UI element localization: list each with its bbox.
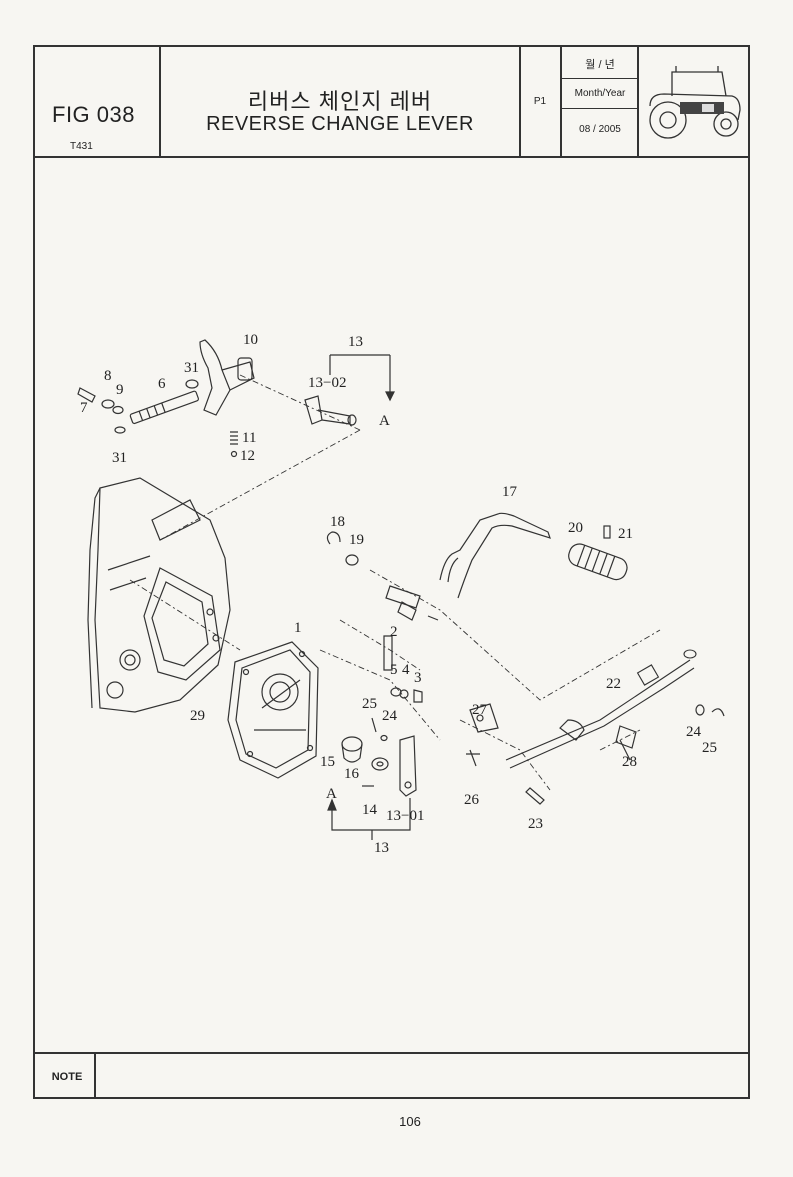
header-col-divider-1 bbox=[159, 45, 161, 157]
callout-25-right: 25 bbox=[702, 740, 717, 756]
note-divider bbox=[94, 1053, 96, 1099]
callout-16: 16 bbox=[344, 766, 360, 782]
header-divider bbox=[33, 156, 750, 158]
callout-27: 27 bbox=[472, 702, 488, 718]
reverse-cover bbox=[227, 641, 319, 779]
callout-6: 6 bbox=[158, 376, 166, 392]
month-year-korean-label: 월 / 년 bbox=[585, 59, 615, 71]
transmission-housing bbox=[87, 477, 231, 713]
callout-1: 1 bbox=[294, 620, 302, 636]
page-title-korean: 리버스 체인지 레버 bbox=[247, 89, 433, 114]
callout-25-left: 25 bbox=[362, 696, 377, 712]
callout-10: 10 bbox=[243, 332, 258, 348]
reference-a-upper: A bbox=[379, 413, 390, 429]
grip bbox=[568, 543, 628, 581]
month-year-divider-2 bbox=[561, 108, 637, 109]
callout-12: 12 bbox=[240, 448, 255, 464]
header-col-divider-2 bbox=[519, 45, 521, 157]
callout-31-lower: 31 bbox=[112, 450, 127, 466]
figure-number: FIG 038 bbox=[52, 102, 135, 127]
callout-23: 23 bbox=[528, 816, 543, 832]
exploded-parts-diagram: 10 31 6 8 9 7 31 11 12 13 13−02 A 17 18 … bbox=[77, 332, 725, 856]
revision-date: 08 / 2005 bbox=[579, 124, 621, 135]
note-top-line bbox=[33, 1052, 750, 1054]
callout-31-upper: 31 bbox=[184, 360, 199, 376]
callout-17: 17 bbox=[502, 484, 518, 500]
page-code: P1 bbox=[533, 96, 547, 107]
lever-13-01 bbox=[399, 735, 417, 797]
callout-11: 11 bbox=[242, 430, 256, 446]
control-lever bbox=[385, 512, 551, 621]
callout-22: 22 bbox=[606, 676, 621, 692]
callout-13-01: 13−01 bbox=[386, 808, 424, 824]
model-code: T431 bbox=[70, 141, 93, 152]
callout-26: 26 bbox=[464, 792, 480, 808]
tractor-icon bbox=[649, 66, 741, 139]
callout-28: 28 bbox=[622, 754, 637, 770]
leader-lines bbox=[129, 374, 661, 791]
callout-3: 3 bbox=[414, 670, 422, 686]
header-col-divider-3 bbox=[560, 45, 562, 157]
callout-labels: 10 31 6 8 9 7 31 11 12 13 13−02 A 17 18 … bbox=[80, 332, 717, 856]
callout-13-02: 13−02 bbox=[308, 375, 346, 391]
callout-20: 20 bbox=[568, 520, 583, 536]
shift-fork bbox=[199, 339, 231, 416]
page-number: 106 bbox=[399, 1114, 421, 1129]
callout-5: 5 bbox=[390, 662, 398, 678]
header-col-divider-4 bbox=[637, 45, 639, 157]
page-title: REVERSE CHANGE LEVER bbox=[206, 113, 474, 135]
callout-15: 15 bbox=[320, 754, 335, 770]
reference-a-lower: A bbox=[326, 786, 337, 802]
callout-13-upper: 13 bbox=[348, 334, 363, 350]
callout-7: 7 bbox=[80, 400, 88, 416]
callout-2: 2 bbox=[390, 624, 398, 640]
callout-24-left: 24 bbox=[382, 708, 398, 724]
note-label: NOTE bbox=[51, 1071, 83, 1083]
month-year-label: Month/Year bbox=[574, 88, 626, 99]
callout-21: 21 bbox=[618, 526, 633, 542]
cable bbox=[505, 649, 697, 769]
callout-19: 19 bbox=[349, 532, 364, 548]
page-frame bbox=[33, 45, 750, 1099]
callout-14: 14 bbox=[362, 802, 378, 818]
callout-8: 8 bbox=[104, 368, 112, 384]
month-year-divider-1 bbox=[561, 78, 637, 79]
callout-13-lower: 13 bbox=[374, 840, 389, 856]
callout-24-right: 24 bbox=[686, 724, 702, 740]
callout-4: 4 bbox=[402, 662, 410, 678]
callout-29: 29 bbox=[190, 708, 205, 724]
callout-18: 18 bbox=[330, 514, 345, 530]
shift-shaft bbox=[129, 390, 199, 425]
callout-9: 9 bbox=[116, 382, 124, 398]
